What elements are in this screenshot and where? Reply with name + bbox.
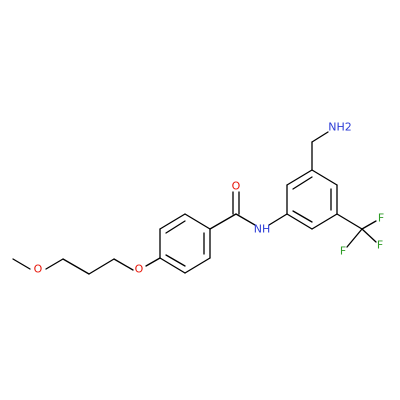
bond [292, 210, 313, 223]
bond [235, 213, 256, 226]
bond [292, 176, 313, 190]
bond [346, 228, 363, 248]
amine-nitrogen-label: NH2 [328, 121, 352, 134]
bond [45, 258, 64, 270]
bond [159, 257, 186, 274]
bond [184, 257, 211, 274]
bond [286, 169, 313, 186]
amide-nitrogen-label: NH [254, 223, 271, 236]
bond [145, 257, 161, 267]
bond [88, 258, 115, 275]
bond-layer [12, 131, 377, 275]
bond [361, 228, 377, 243]
bond [62, 258, 90, 275]
bond [165, 254, 186, 267]
bond [113, 258, 134, 271]
bond [12, 258, 31, 270]
bond [311, 169, 338, 186]
bond [311, 131, 329, 143]
methoxy-oxygen-label: O [34, 263, 43, 276]
fluorine-bottom-left-label: F [340, 245, 346, 258]
bond [159, 213, 186, 230]
fluorine-right-label: F [378, 212, 384, 225]
bond [268, 213, 288, 226]
bond [361, 220, 377, 230]
bond [165, 220, 186, 234]
bond [286, 213, 313, 230]
carbonyl-oxygen-label: O [232, 180, 241, 193]
atom-label-layer: O O O NH NH2 F F F [34, 121, 385, 276]
bond [336, 213, 363, 230]
bond [311, 213, 338, 230]
fluorine-bottom-right-label: F [377, 239, 383, 252]
bond [209, 213, 237, 230]
bond [184, 213, 211, 230]
ether-oxygen-label: O [135, 263, 144, 276]
